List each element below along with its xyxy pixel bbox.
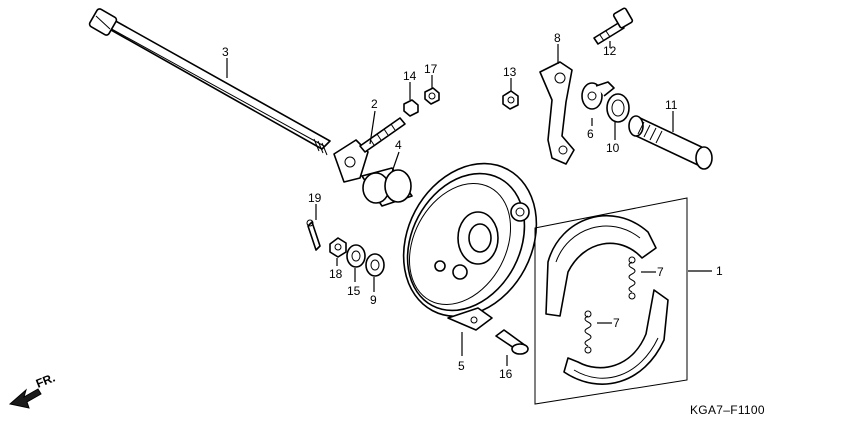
callout-16: 16 bbox=[499, 367, 513, 381]
callout-11: 11 bbox=[665, 98, 678, 112]
rear-axle bbox=[88, 8, 331, 156]
felt-seal bbox=[606, 93, 630, 123]
collar bbox=[361, 167, 413, 207]
spring-upper bbox=[628, 256, 636, 300]
callout-18: 18 bbox=[329, 267, 343, 281]
brake-panel bbox=[402, 162, 538, 331]
brake-shoe-set bbox=[534, 197, 688, 405]
washer-9 bbox=[365, 253, 385, 277]
callout-12: 12 bbox=[603, 44, 617, 58]
washer-15 bbox=[346, 244, 366, 268]
callout-6: 6 bbox=[587, 127, 594, 141]
callout-3: 3 bbox=[222, 45, 229, 59]
wear-indicator-plate bbox=[581, 81, 615, 110]
adjuster-bolt bbox=[333, 117, 406, 183]
nut-17 bbox=[424, 87, 440, 105]
leader-lines bbox=[226, 41, 712, 366]
spring-lower bbox=[584, 310, 592, 354]
bolt-16 bbox=[495, 329, 529, 355]
brake-arm bbox=[539, 61, 575, 165]
nut-18 bbox=[329, 237, 347, 258]
callout-15: 15 bbox=[347, 284, 361, 298]
callout-7-upper: 7 bbox=[657, 265, 664, 279]
callout-2: 2 bbox=[371, 97, 378, 111]
callout-5: 5 bbox=[458, 359, 465, 373]
callout-labels: 1 2 3 4 5 6 7 7 8 9 10 11 12 13 14 15 16… bbox=[222, 31, 723, 381]
callout-1: 1 bbox=[716, 264, 723, 278]
front-direction-label: FR. bbox=[34, 371, 57, 391]
front-direction-indicator: FR. bbox=[8, 371, 57, 409]
callout-13: 13 bbox=[503, 65, 517, 79]
brake-cam bbox=[628, 115, 713, 170]
callout-14: 14 bbox=[403, 69, 417, 83]
callout-10: 10 bbox=[606, 141, 620, 155]
front-arrow-icon bbox=[8, 388, 42, 409]
callout-7-lower: 7 bbox=[613, 316, 620, 330]
callout-8: 8 bbox=[554, 31, 561, 45]
bolt-12 bbox=[593, 7, 634, 45]
nut-13 bbox=[502, 90, 519, 110]
cotter-pin bbox=[306, 219, 321, 251]
callout-19: 19 bbox=[308, 191, 322, 205]
callout-17: 17 bbox=[424, 62, 438, 76]
callout-4: 4 bbox=[395, 138, 402, 152]
callout-9: 9 bbox=[370, 293, 377, 307]
diagram-code: KGA7–F1100 bbox=[690, 403, 765, 417]
nut-14 bbox=[403, 99, 419, 117]
